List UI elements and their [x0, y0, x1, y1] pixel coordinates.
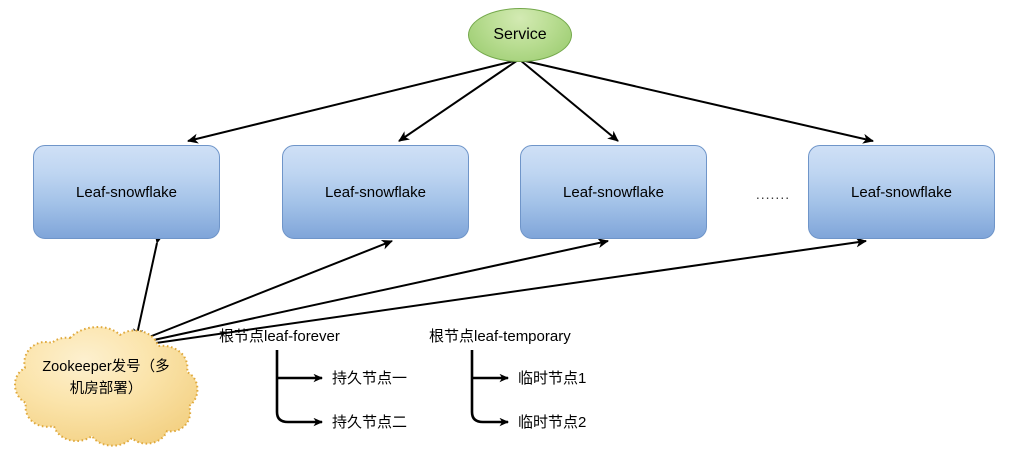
leaf-snowflake-node-3[interactable]: Leaf-snowflake [520, 145, 707, 239]
tree-root-leaf-forever-label: 根节点leaf-forever [219, 328, 340, 345]
leaf-snowflake-node-2[interactable]: Leaf-snowflake [282, 145, 469, 239]
leaf-snowflake-node-1[interactable]: Leaf-snowflake [33, 145, 220, 239]
zookeeper-node-label: Zookeeper发号（多 机房部署） [22, 356, 190, 400]
tree-temporary-connectors [470, 350, 509, 427]
ellipsis-label: ....... [755, 186, 791, 202]
tree-forever-connectors [275, 350, 323, 427]
service-node-label: Service [493, 26, 547, 43]
tree-child-temporary-node-2-label: 临时节点2 [518, 414, 587, 431]
edge-service-to-leaf-4 [520, 59, 874, 144]
tree-child-persistent-node-1-label: 持久节点一 [332, 370, 408, 387]
leaf-snowflake-node-2-label: Leaf-snowflake [325, 183, 426, 201]
leaf-snowflake-node-1-label: Leaf-snowflake [76, 183, 177, 201]
cloud-icon [14, 326, 199, 447]
zookeeper-label-line-1: Zookeeper发号（多 [42, 359, 170, 375]
leaf-snowflake-node-4-label: Leaf-snowflake [851, 183, 952, 201]
edge-service-to-leaf-2 [398, 59, 519, 142]
edge-service-to-leaf-3 [519, 59, 619, 142]
tree-root-leaf-temporary-label: 根节点leaf-temporary [429, 328, 571, 345]
tree-child-temporary-node-1-label: 临时节点1 [518, 370, 587, 387]
zookeeper-label-line-2: 机房部署） [69, 381, 143, 397]
edge-service-to-leaf-1 [187, 59, 519, 144]
leaf-snowflake-node-3-label: Leaf-snowflake [563, 183, 664, 201]
zookeeper-node[interactable]: Zookeeper发号（多 机房部署） [8, 322, 204, 450]
leaf-snowflake-node-4[interactable]: Leaf-snowflake [808, 145, 995, 239]
service-node[interactable]: Service [468, 8, 572, 62]
tree-child-persistent-node-2-label: 持久节点二 [332, 414, 408, 431]
